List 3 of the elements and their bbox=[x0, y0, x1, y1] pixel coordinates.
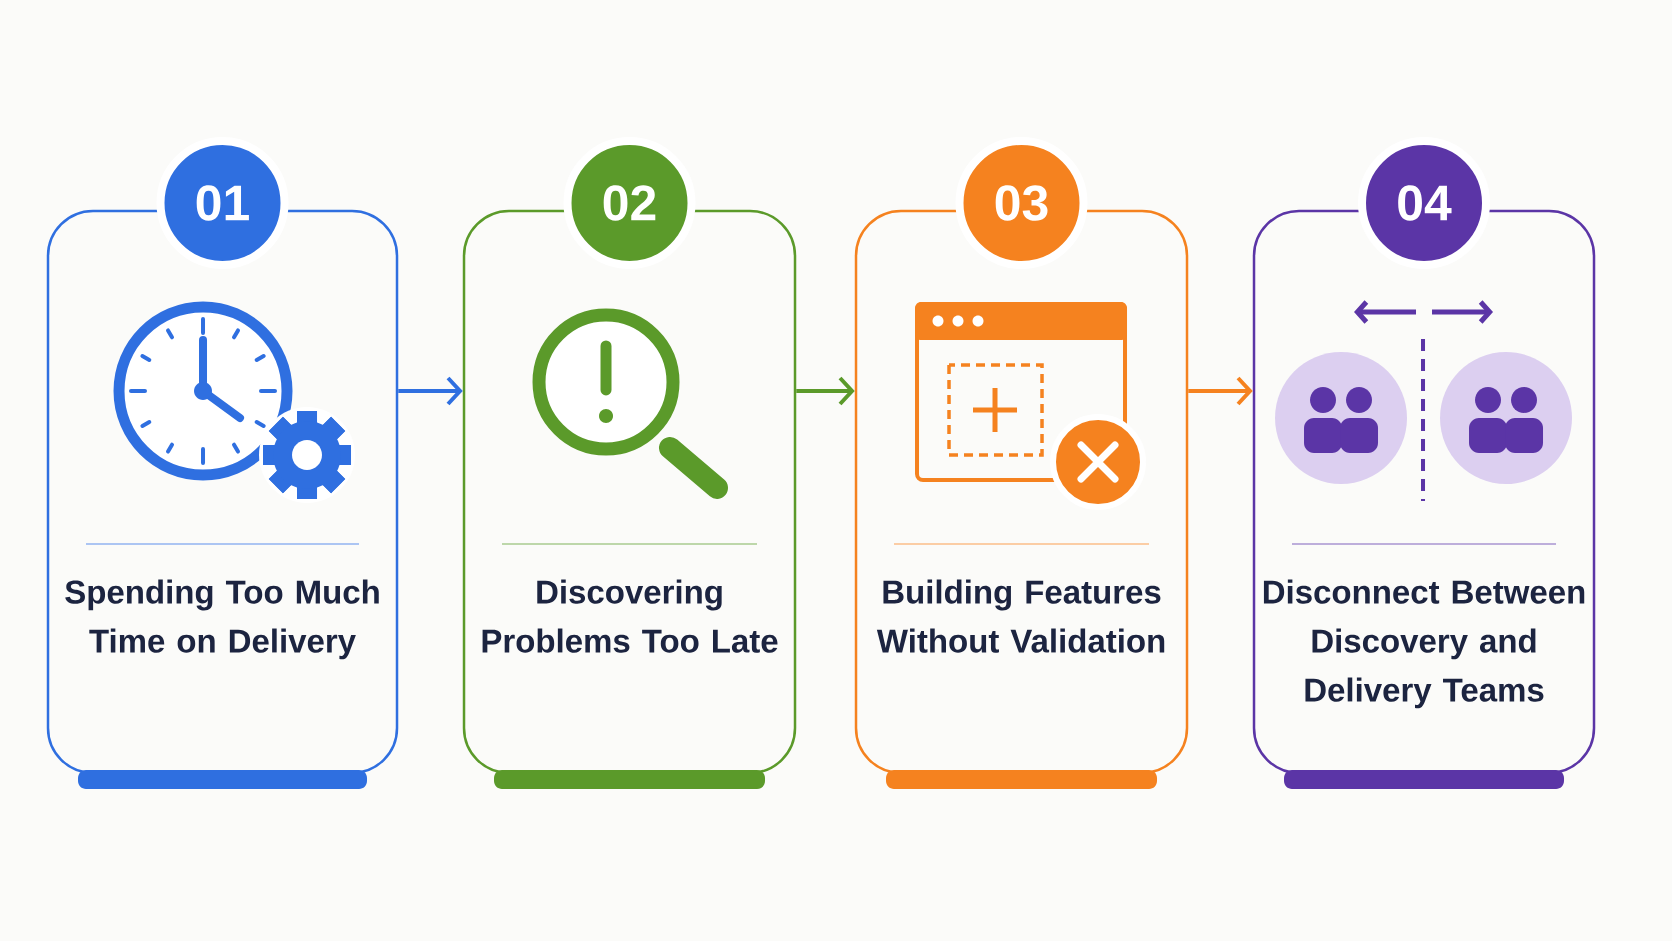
chevron-arrow bbox=[398, 376, 463, 406]
chevron-arrow bbox=[796, 376, 855, 406]
chevron-arrow bbox=[1188, 376, 1253, 406]
